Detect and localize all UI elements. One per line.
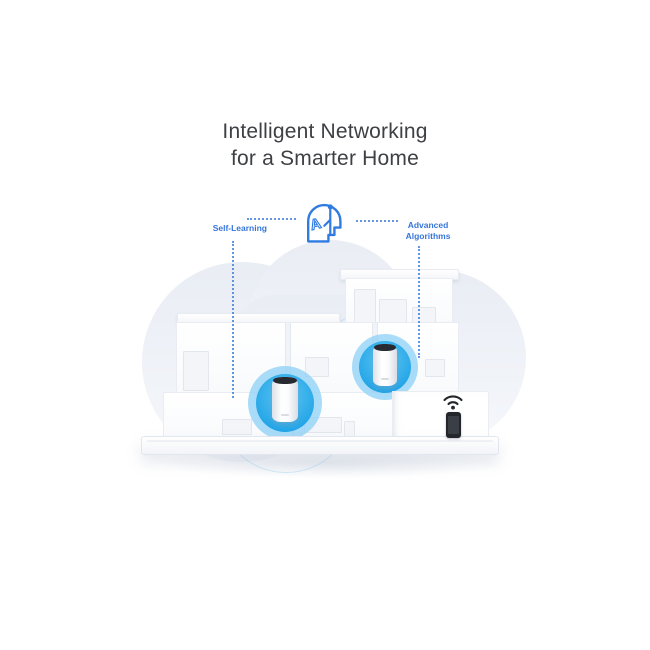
furniture-cabinet <box>183 351 209 391</box>
furniture-shelf <box>379 299 407 323</box>
page-title: Intelligent Networking for a Smarter Hom… <box>0 118 650 172</box>
furniture-wardrobe <box>354 289 376 323</box>
furniture-shelf <box>305 357 329 377</box>
connector-left-horizontal <box>247 218 296 220</box>
furniture-lounge-chair <box>222 419 252 435</box>
interior-wall <box>285 323 291 393</box>
furniture-shelf <box>425 359 445 377</box>
house-base-platform <box>141 436 499 455</box>
base-groove-line <box>147 440 493 442</box>
page-title-line1: Intelligent Networking <box>222 120 428 143</box>
callout-self-learning: Self-Learning <box>212 223 267 233</box>
wifi-icon <box>443 395 463 410</box>
ai-head-icon: A <box>307 203 342 243</box>
smartphone-screen <box>448 416 459 434</box>
svg-text:A: A <box>309 216 324 234</box>
smartphone-icon <box>446 412 461 438</box>
page-title-line2: for a Smarter Home <box>231 147 419 170</box>
furniture-dresser <box>412 307 436 323</box>
connector-right-horizontal <box>356 220 398 222</box>
mesh-wifi-unit-icon <box>373 344 397 386</box>
mesh-wifi-unit-icon <box>272 377 298 422</box>
furniture-chair <box>344 421 355 437</box>
attic-room <box>345 278 453 326</box>
callout-advanced-algorithms: Advanced Algorithms <box>405 220 451 241</box>
connector-left-vertical <box>232 241 234 398</box>
garage-annex <box>392 391 489 440</box>
connector-right-vertical <box>418 246 420 358</box>
